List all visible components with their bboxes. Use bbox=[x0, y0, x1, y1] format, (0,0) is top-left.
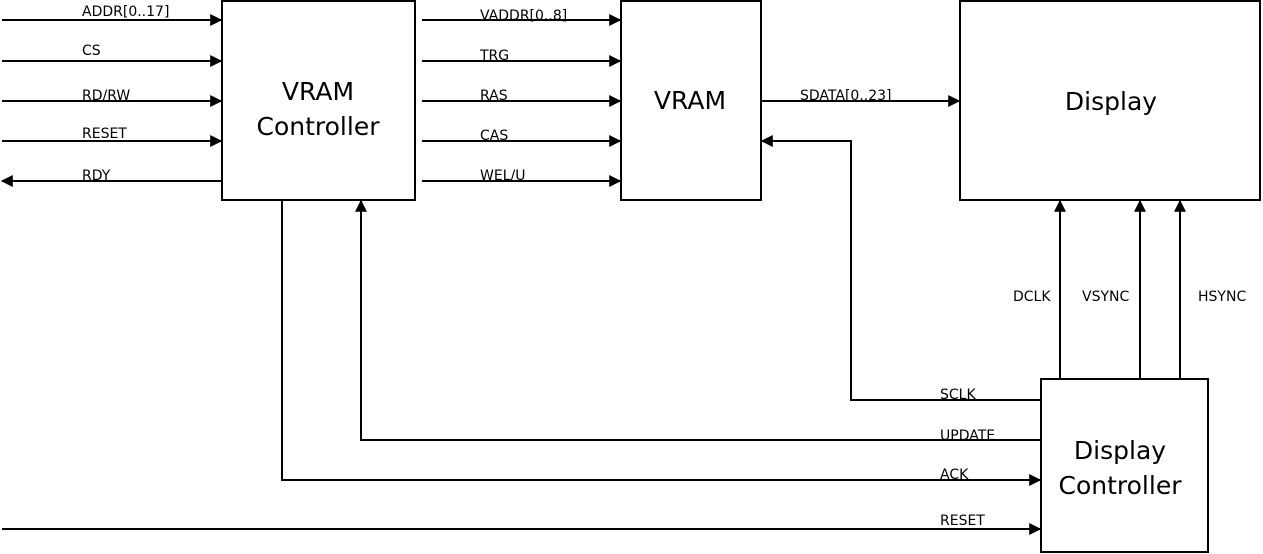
vram-block: VRAM bbox=[620, 0, 762, 201]
hsync-label: HSYNC bbox=[1198, 289, 1246, 305]
signal-reset-in: RESET bbox=[2, 126, 223, 147]
cas-label: CAS bbox=[480, 128, 508, 144]
vram-box bbox=[620, 0, 762, 201]
display-controller-label-line2: Controller bbox=[1059, 471, 1183, 500]
signal-reset-dc: RESET bbox=[2, 513, 1042, 535]
signal-ack: ACK bbox=[281, 200, 1042, 486]
signal-sdata: SDATA[0..23] bbox=[762, 88, 961, 107]
signal-rdy: RDY bbox=[0, 168, 221, 187]
display-controller-box bbox=[1040, 378, 1209, 553]
rdy-label: RDY bbox=[82, 168, 111, 184]
signal-update: UPDATE bbox=[355, 199, 1040, 444]
vram-label: VRAM bbox=[654, 86, 726, 115]
dclk-label: DCLK bbox=[1013, 289, 1051, 305]
signal-dclk: DCLK bbox=[1013, 199, 1066, 378]
sclk-label: SCLK bbox=[940, 387, 976, 403]
vaddr-label: VADDR[0..8] bbox=[480, 8, 567, 24]
wel-u-label: WEL/U bbox=[480, 168, 525, 184]
vram-controller-label-line2: Controller bbox=[257, 112, 381, 141]
sclk-wire bbox=[760, 135, 1040, 401]
display-block: Display bbox=[959, 0, 1261, 201]
update-label: UPDATE bbox=[940, 428, 995, 444]
signal-vsync: VSYNC bbox=[1082, 199, 1146, 378]
signal-sclk: SCLK bbox=[760, 135, 1040, 403]
cs-label: CS bbox=[82, 43, 101, 59]
update-wire bbox=[355, 199, 1040, 441]
ras-label: RAS bbox=[480, 88, 508, 104]
vsync-label: VSYNC bbox=[1082, 289, 1129, 305]
display-controller-block: Display Controller bbox=[1040, 378, 1209, 553]
ack-label: ACK bbox=[940, 467, 969, 483]
signal-hsync: HSYNC bbox=[1174, 199, 1246, 378]
signal-wel-u: WEL/U bbox=[422, 168, 622, 187]
display-box bbox=[959, 0, 1261, 201]
signal-trg: TRG bbox=[422, 48, 622, 67]
addr-label: ADDR[0..17] bbox=[82, 4, 169, 20]
signal-vaddr: VADDR[0..8] bbox=[422, 8, 622, 26]
vram-controller-block: VRAM Controller bbox=[221, 0, 416, 201]
rd-rw-label: RD/RW bbox=[82, 88, 130, 104]
reset-in-label: RESET bbox=[82, 126, 127, 142]
display-label: Display bbox=[1065, 87, 1157, 116]
signal-cs: CS bbox=[2, 43, 223, 67]
signal-addr: ADDR[0..17] bbox=[2, 4, 223, 26]
vram-controller-box bbox=[221, 0, 416, 201]
trg-label: TRG bbox=[479, 48, 509, 64]
display-controller-label-line1: Display bbox=[1074, 436, 1166, 465]
signal-ras: RAS bbox=[422, 88, 622, 107]
sdata-label: SDATA[0..23] bbox=[800, 88, 892, 104]
ack-wire bbox=[281, 200, 1042, 486]
signal-rd-rw: RD/RW bbox=[2, 88, 223, 107]
reset-dc-label: RESET bbox=[940, 513, 985, 529]
vram-controller-label-line1: VRAM bbox=[282, 77, 354, 106]
signal-cas: CAS bbox=[422, 128, 622, 147]
